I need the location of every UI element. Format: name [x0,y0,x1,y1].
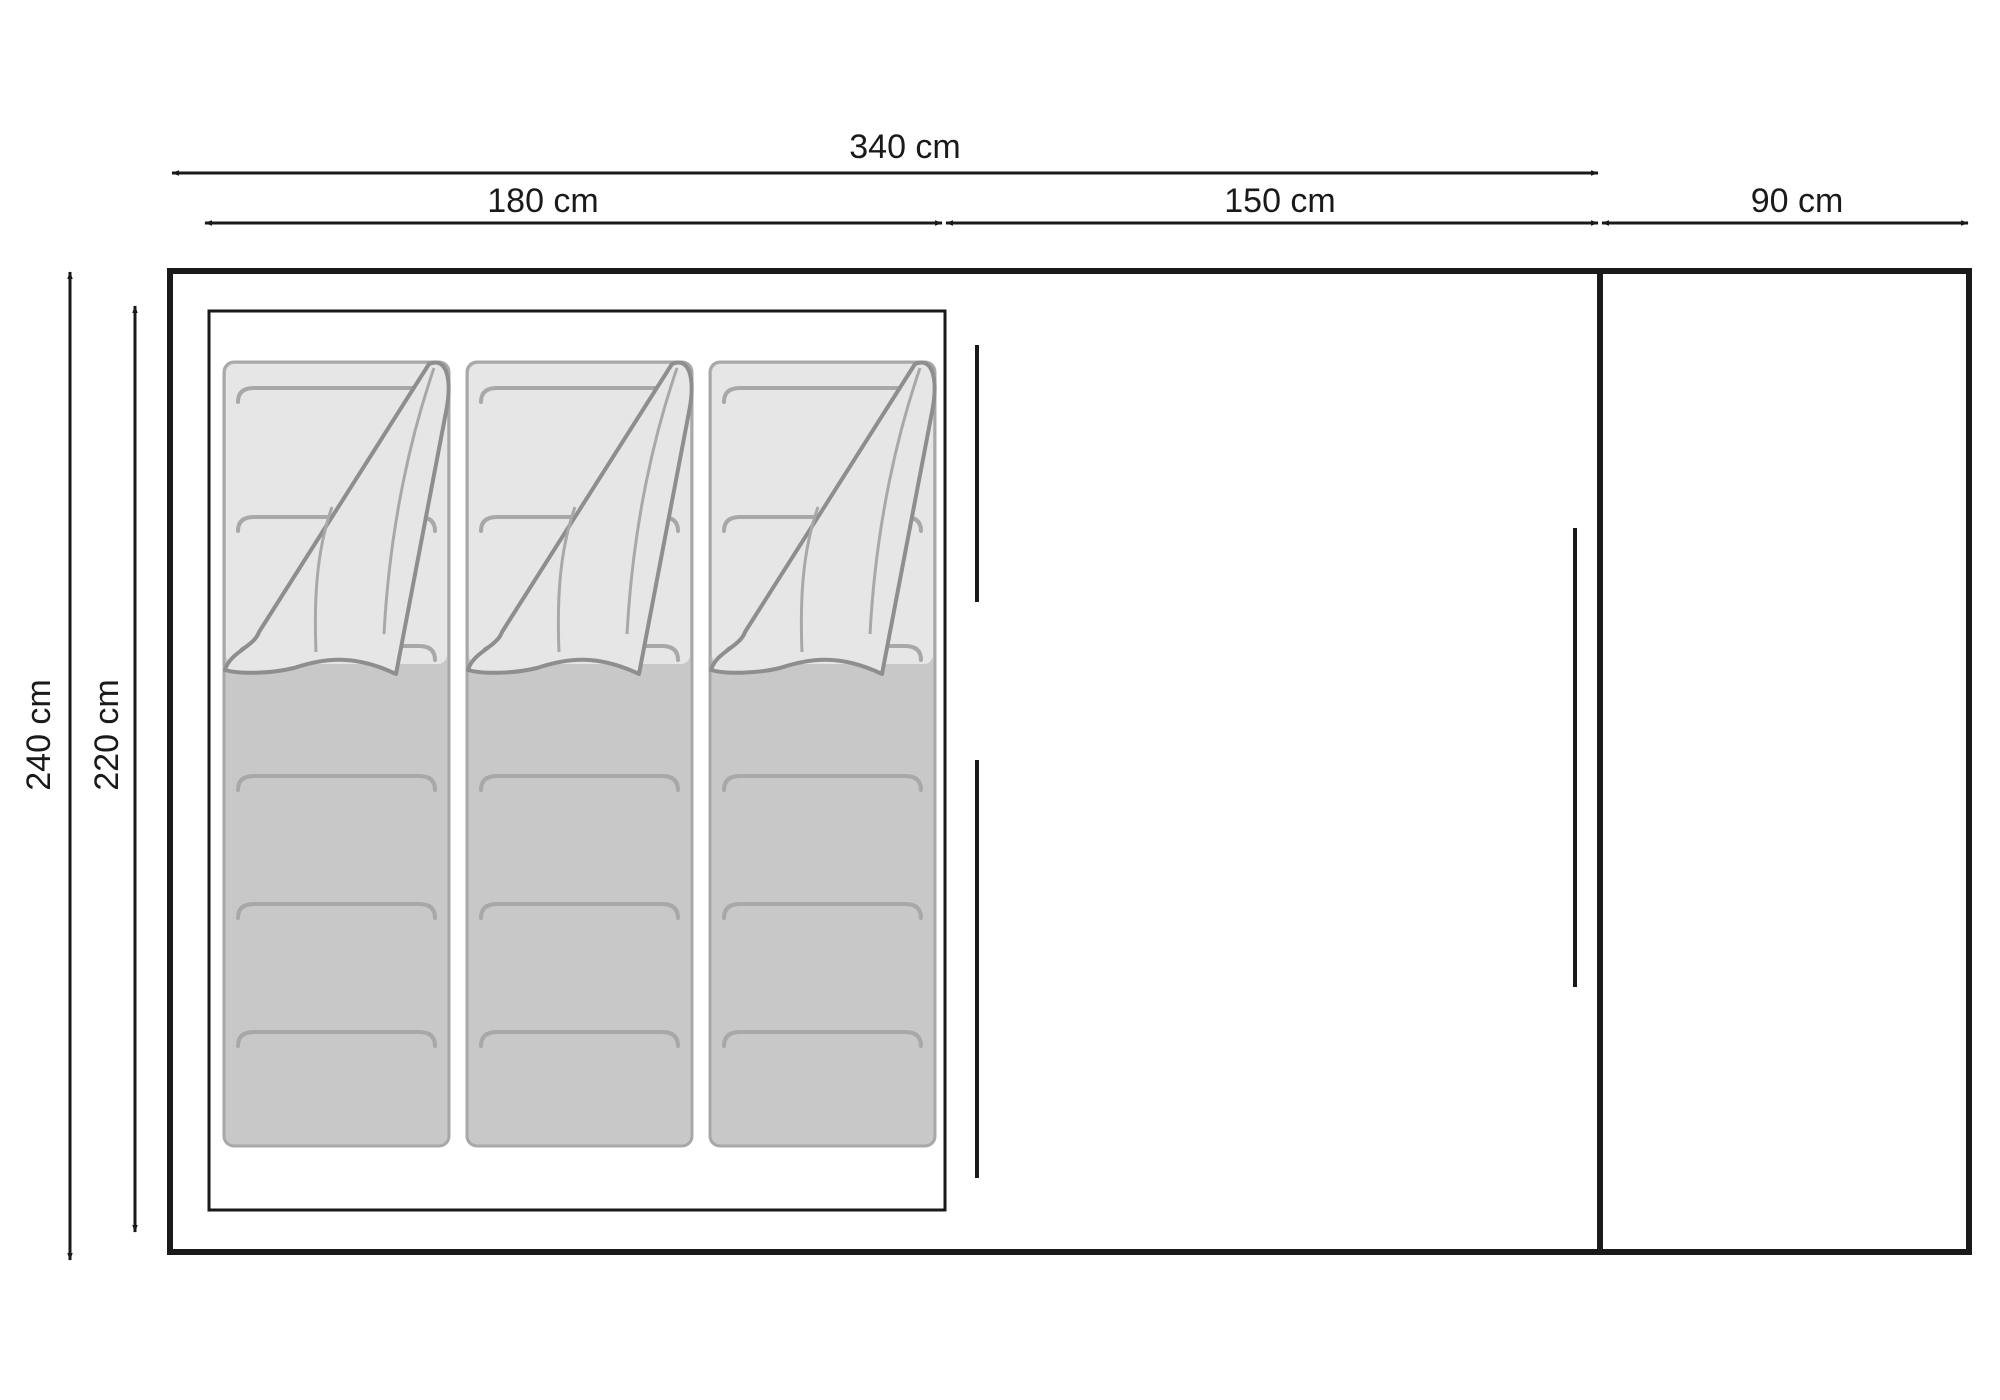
sleeping-bag-quilt-line [722,1030,923,1048]
total-width-label: 340 cm [849,128,961,166]
sleeping-bag-flap [466,360,694,676]
sleeping-bag-quilt-line [479,1030,680,1048]
sleeping-bag-fold-line [556,506,577,653]
sleeping-bag [222,360,451,1148]
sleeping-bags [222,360,937,1148]
total-depth-label: 240 cm [20,679,58,791]
cabin-depth-label: 220 cm [88,679,126,791]
sleeping-bag-quilt-line [236,774,437,792]
sleeping-bag-quilt-line [236,1030,437,1048]
sleeping-cabin [207,309,947,1212]
sleeping-bag-flap [223,360,451,676]
sleeping-bag-quilt-line [722,902,923,920]
sleeping-bag-quilt-line [236,902,437,920]
sleeping-bag-fold-line [313,506,334,653]
sleeping-bag-quilt-line [479,774,680,792]
porch-width-label: 90 cm [1751,182,1844,220]
sleeping-cabin-width-label: 180 cm [487,182,599,220]
living-area-width-label: 150 cm [1224,182,1336,220]
tent-outline [167,268,1972,1255]
sleeping-bag-fold-line [382,367,436,635]
sleeping-bag-flap [709,360,937,676]
sleeping-bag [708,360,937,1148]
sleeping-bag-fold-line [625,367,679,635]
sleeping-bag [465,360,694,1148]
sleeping-bag-quilt-line [479,902,680,920]
sleeping-bag-quilt-line [722,774,923,792]
sleeping-bag-fold-line [799,506,820,653]
sleeping-bag-fold-line [868,367,922,635]
